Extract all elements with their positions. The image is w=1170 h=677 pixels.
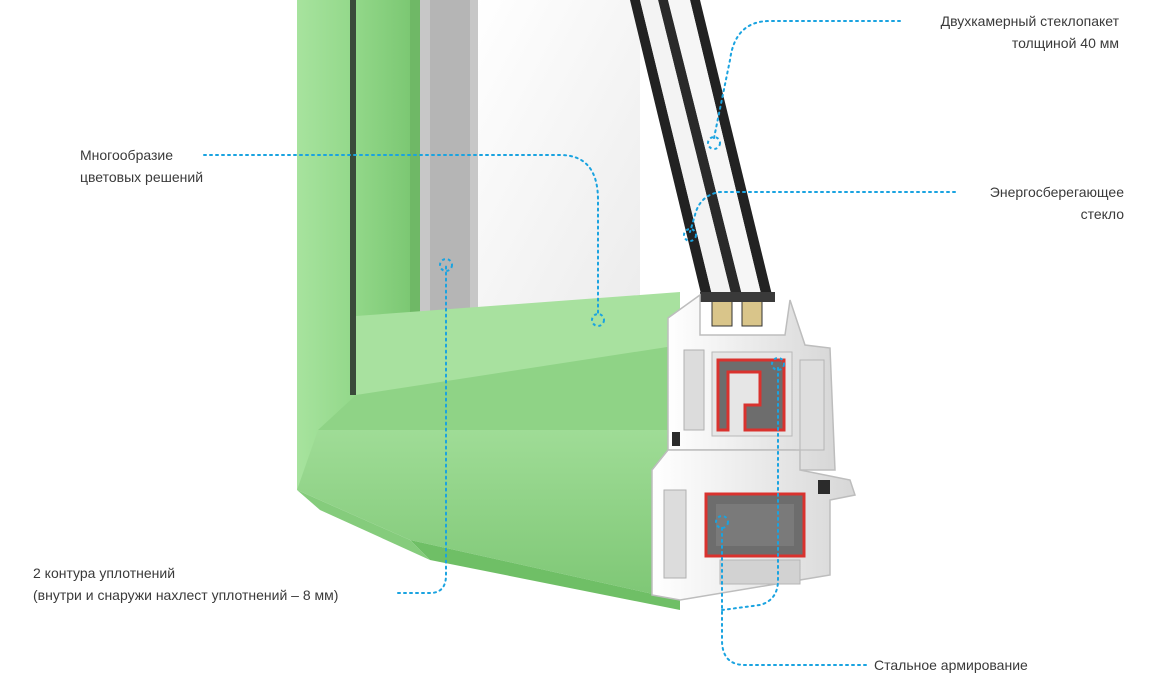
- leader-energy: [689, 191, 956, 233]
- marker-steel-lower: [715, 515, 729, 529]
- glass-holder-top: [700, 292, 775, 302]
- target-markers: [439, 136, 785, 529]
- callout-energy-line2: стекло: [1080, 206, 1124, 222]
- frame-bottom-shadow: [297, 490, 430, 560]
- frame-chamber-3: [719, 559, 801, 585]
- marker-steel-upper: [771, 357, 785, 371]
- frame-bottom-top-face: [356, 292, 680, 408]
- frame-bottom-lower-face: [297, 430, 680, 600]
- callout-seals-line1: 2 контура уплотнений: [33, 565, 176, 581]
- frame-chamber-2: [716, 504, 794, 546]
- leader-glazing: [713, 20, 901, 139]
- callout-colors-line2: цветовых решений: [80, 169, 204, 185]
- frame-seal-dark: [350, 0, 356, 395]
- callout-colors-line1: Многообразие: [80, 147, 174, 163]
- steel-reinforcement-upper: [716, 358, 786, 432]
- marker-seals: [439, 258, 453, 272]
- leader-seals: [397, 265, 447, 594]
- frame-bottom-inner-face: [318, 345, 680, 430]
- callout-seals-line2: (внутри и снаружи нахлест уплотнений – 8…: [33, 587, 339, 603]
- callout-glazing-unit: Двухкамерный стеклопакет толщиной 40 мм: [941, 10, 1119, 54]
- marker-energy: [683, 228, 697, 242]
- leader-steel-branch: [721, 364, 779, 611]
- glass-pane: [475, 0, 640, 308]
- sash-chamber-1: [683, 349, 705, 431]
- callout-colors: Многообразие цветовых решений: [80, 144, 203, 188]
- glass-sheet-1: [630, 0, 712, 298]
- leader-lines: [203, 20, 956, 666]
- sash-vertical-face: [430, 0, 470, 316]
- leader-colors: [203, 154, 599, 316]
- spacer-bar-2: [741, 299, 763, 327]
- marker-glazing: [707, 136, 721, 150]
- seal-lower: [818, 480, 830, 494]
- callout-energy-line1: Энергосберегающее: [989, 184, 1124, 200]
- frame-chamber-1: [663, 489, 687, 579]
- frame-vertical-bevel: [410, 0, 420, 405]
- seal-outer-upper: [672, 432, 680, 446]
- callout-glazing-line1: Двухкамерный стеклопакет: [940, 13, 1119, 29]
- glass-sheet-2: [658, 0, 742, 298]
- callout-glazing-line2: толщиной 40 мм: [1011, 35, 1119, 51]
- glass-fill-1: [640, 0, 732, 298]
- callout-seals: 2 контура уплотнений (внутри и снаружи н…: [33, 562, 338, 606]
- callout-energy-glass: Энергосберегающее стекло: [990, 181, 1124, 225]
- callout-steel-line1: Стальное армирование: [874, 657, 1028, 673]
- marker-colors: [591, 313, 605, 327]
- callout-steel-reinforcement: Стальное армирование: [874, 654, 1028, 676]
- sash-chamber-3: [799, 359, 825, 451]
- glass-sheet-3: [690, 0, 772, 298]
- leader-steel: [721, 523, 867, 666]
- frame-bottom-front: [410, 540, 680, 610]
- spacer-bar-1: [711, 299, 733, 327]
